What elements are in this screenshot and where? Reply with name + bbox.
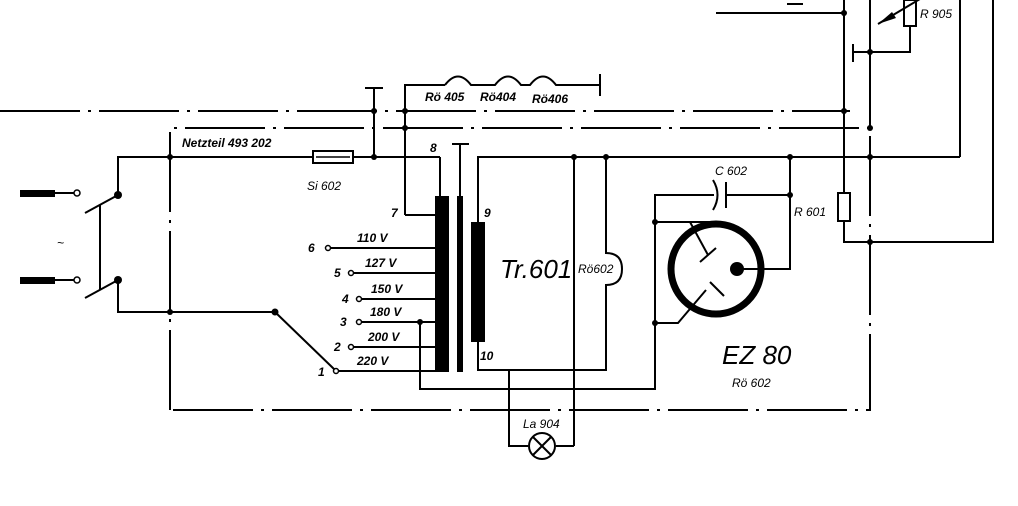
tap-voltage-4: 150 V: [371, 282, 403, 296]
tube-heater-label: Rö602: [578, 262, 614, 276]
capacitor-label: C 602: [715, 164, 747, 178]
tap-voltage-6: 110 V: [357, 231, 388, 245]
mains-plug: [20, 189, 81, 284]
heater-label-3: Rö406: [532, 92, 568, 106]
tube-ref-label: Rö 602: [732, 376, 771, 390]
tap-voltage-3: 180 V: [370, 305, 402, 319]
tap-pin-1: 1: [318, 365, 325, 379]
tap-pin-5: 5: [334, 266, 341, 280]
mains-wire-top: [117, 156, 440, 192]
r601-label: R 601: [794, 205, 826, 219]
lamp-label: La 904: [523, 417, 560, 431]
pin-7: 7: [391, 206, 399, 220]
tap-voltage-1: 220 V: [356, 354, 389, 368]
r905-label: R 905: [920, 7, 952, 21]
tube-heater: [605, 157, 624, 370]
tap-pin-4: 4: [341, 292, 349, 306]
tap-pin-6: 6: [308, 241, 315, 255]
voltage-taps: [324, 244, 435, 375]
mains-switch[interactable]: [84, 191, 122, 299]
resistor-r905: [877, 0, 921, 27]
module-label: Netzteil 493 202: [182, 136, 272, 150]
heater-label-2: Rö404: [480, 90, 516, 104]
tube-type-label: EZ 80: [722, 340, 792, 370]
lamp: [528, 432, 556, 460]
tap-voltage-5: 127 V: [365, 256, 397, 270]
fuse-label: Si 602: [307, 179, 341, 193]
voltage-selector[interactable]: [274, 311, 335, 370]
fuse: [312, 150, 354, 164]
resistor-r601: [837, 192, 851, 222]
pin-10: 10: [480, 349, 494, 363]
tap-pin-3: 3: [340, 315, 347, 329]
pin-9: 9: [484, 206, 491, 220]
heater-filaments: [444, 75, 600, 86]
capacitor: [712, 179, 727, 211]
heater-label-1: Rö 405: [425, 90, 465, 104]
mains-symbol: ~: [57, 236, 64, 250]
tap-voltage-2: 200 V: [367, 330, 400, 344]
transformer: [435, 143, 485, 372]
mains-wire-bottom: [117, 283, 275, 313]
transformer-label: Tr.601: [500, 254, 572, 284]
tap-pin-2: 2: [333, 340, 341, 354]
pin-8: 8: [430, 141, 437, 155]
